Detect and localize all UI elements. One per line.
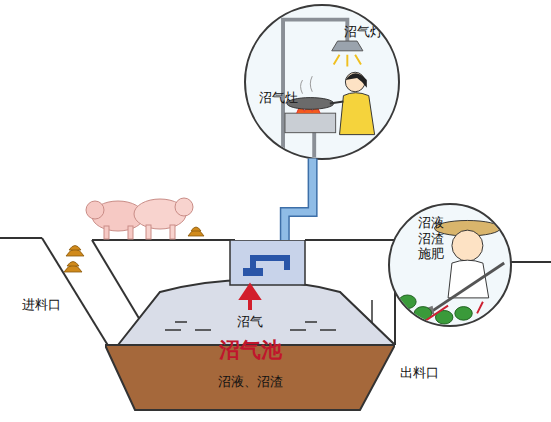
slurry-label: 沼液、沼渣 [185,374,315,390]
outlet-label: 出料口 [400,364,439,382]
farmer-illustration [390,205,510,325]
digester-tank: 沼气沼气池沼液、沼渣 [105,240,395,412]
inlet-label: 进料口 [22,296,61,314]
fertilize-label: 沼液 沼渣 施肥 [414,215,448,262]
fertilize-circle: 沼液 沼渣 施肥 [388,203,512,327]
gas-label: 沼气 [220,314,280,330]
tank-title: 沼气池 [190,338,310,363]
gas-pipe [285,158,313,240]
stove-label: 沼气灶 [248,90,308,106]
lamp-label: 沼气灯 [330,24,396,40]
kitchen-circle: 沼气灯沼气灶 [244,4,400,160]
